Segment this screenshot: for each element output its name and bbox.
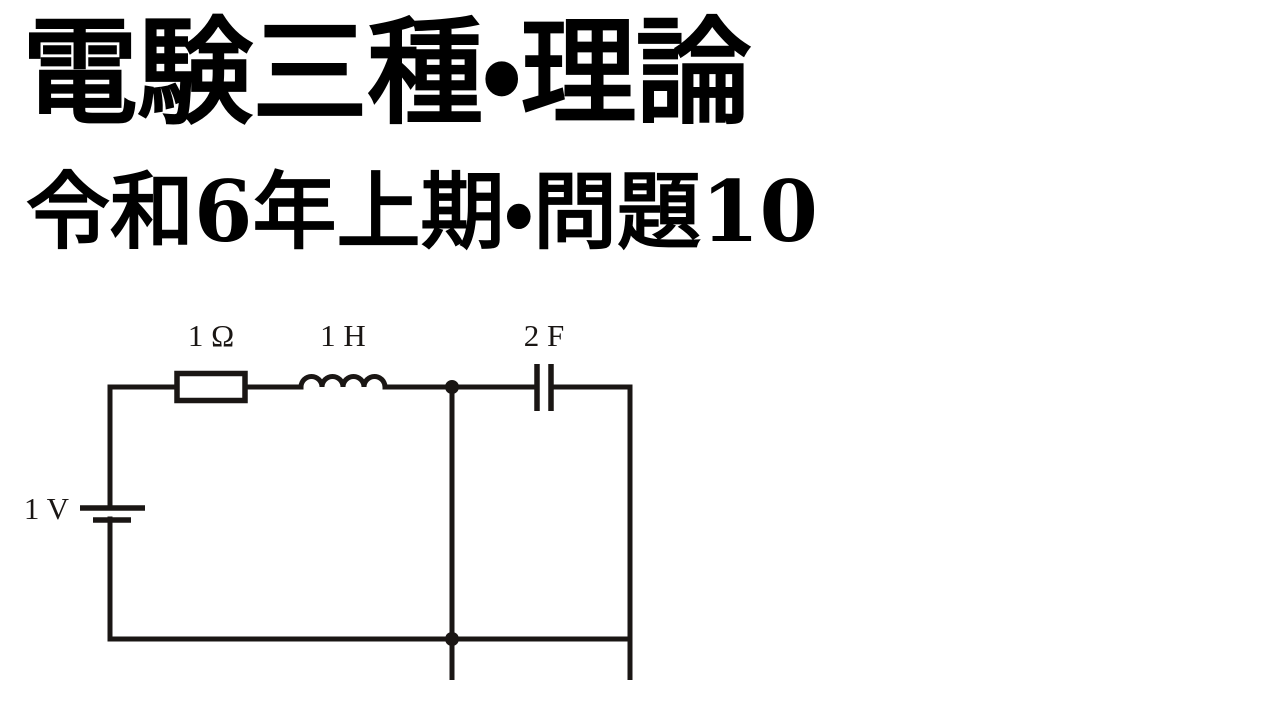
page-title: 電験三種・理論 <box>22 5 751 141</box>
wire-right-edge <box>548 384 633 680</box>
circuit-svg: 1 Ω 1 H 2 F 1 V 1 Ω S <box>24 318 633 680</box>
circuit-diagram: 1 Ω 1 H 2 F 1 V 1 Ω S <box>0 300 780 680</box>
capacitor-label: 2 F <box>524 318 565 353</box>
source-label: 1 V <box>24 491 70 526</box>
node-dot-bottom <box>445 632 459 646</box>
series-resistor-label: 1 Ω <box>188 318 234 353</box>
node-dot-top <box>445 380 459 394</box>
page-subtitle: 令和6年上期・問題10 <box>26 162 818 261</box>
inductor-body <box>298 374 388 390</box>
series-resistor-body <box>174 370 248 404</box>
inductor-label: 1 H <box>320 318 366 353</box>
